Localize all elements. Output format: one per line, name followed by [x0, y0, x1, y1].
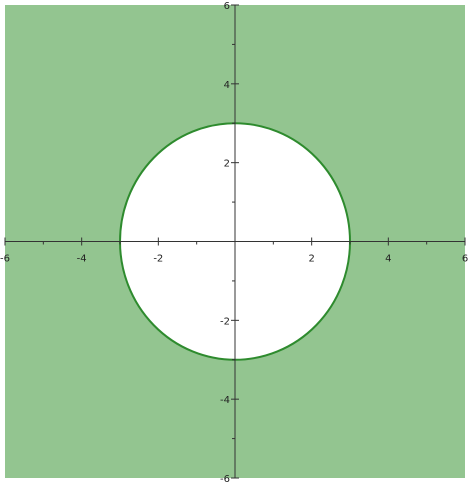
y-tick-label: -6 — [220, 474, 230, 483]
y-tick-label: 2 — [224, 159, 230, 170]
y-tick-label: -2 — [220, 316, 230, 327]
y-tick-label: 6 — [224, 1, 230, 12]
y-tick-label: 4 — [224, 80, 230, 91]
y-tick-label: -4 — [220, 395, 230, 406]
x-tick-label: -2 — [153, 254, 163, 265]
x-tick-label: 4 — [385, 254, 391, 265]
x-axis-tick-labels: -6 -4 -2 2 4 6 — [0, 254, 468, 265]
x-tick-label: 6 — [462, 254, 468, 265]
x-tick-label: -6 — [0, 254, 10, 265]
x-axis-ticks — [4, 237, 466, 246]
y-axis-ticks — [231, 4, 239, 479]
x-tick-label: -4 — [77, 254, 87, 265]
x-tick-label: 2 — [308, 254, 314, 265]
y-axis-tick-labels: 6 4 2 -2 -4 -6 — [220, 1, 230, 483]
